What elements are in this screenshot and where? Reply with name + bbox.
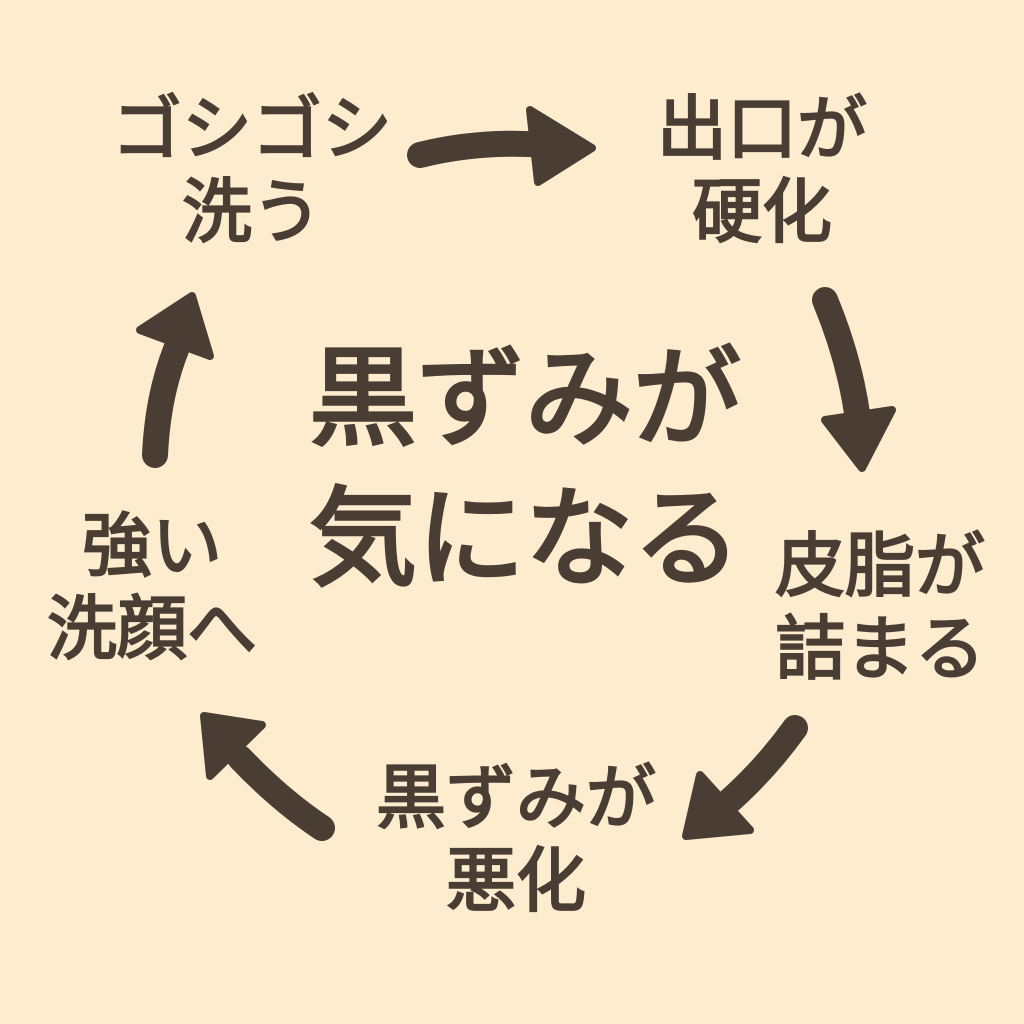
center-line1: 黒ずみが xyxy=(308,337,742,462)
node-line: 強い xyxy=(82,505,222,587)
arrow-lower-left xyxy=(227,745,335,841)
node-sebum-clog: 皮脂が 詰まる xyxy=(775,525,985,690)
center-line2: 気になる xyxy=(308,477,742,603)
arrow-lower-right xyxy=(712,715,808,818)
node-line: 黒ずみが xyxy=(376,757,656,839)
node-line: 悪化 xyxy=(446,839,586,922)
node-line: 硬化 xyxy=(692,170,832,253)
arrowhead-top xyxy=(526,106,596,186)
arrowhead-right xyxy=(821,406,896,472)
node-scrub-wash: ゴシゴシ 洗う xyxy=(112,88,392,253)
arrow-left xyxy=(142,327,193,468)
node-pore-hardening: 出口が 硬化 xyxy=(657,88,867,253)
node-line: 詰まる xyxy=(775,607,985,690)
node-line: 洗う xyxy=(182,170,322,253)
center-label: 黒ずみが 気になる xyxy=(309,330,741,611)
arrowhead-left xyxy=(136,292,214,360)
node-line: 皮脂が xyxy=(775,525,985,607)
node-blackheads-worsen: 黒ずみが 悪化 xyxy=(376,757,656,922)
node-line: ゴシゴシ xyxy=(112,88,392,170)
arrowhead-lower-left xyxy=(200,712,266,780)
node-line: 洗顔へ xyxy=(47,587,257,670)
arrowhead-lower-right xyxy=(682,771,754,840)
arrow-top xyxy=(407,130,558,168)
node-line: 出口が xyxy=(657,88,867,170)
node-strong-cleanser: 強い 洗顔へ xyxy=(47,505,257,670)
arrow-right xyxy=(812,287,871,433)
